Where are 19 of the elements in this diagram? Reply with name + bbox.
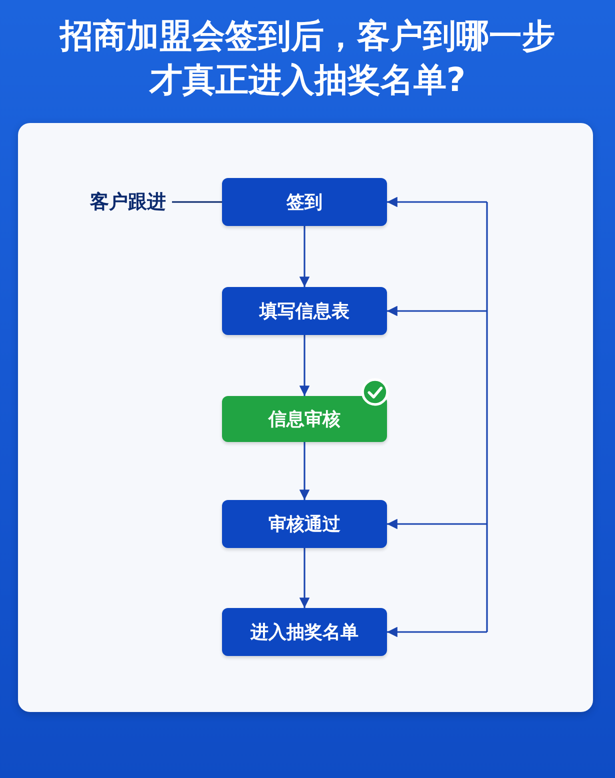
process-step: 签到 (222, 178, 387, 226)
process-step: 进入抽奖名单 (222, 608, 387, 656)
arrow (299, 548, 310, 608)
process-step: 审核通过 (222, 500, 387, 548)
side-label: 客户跟进 (90, 190, 166, 214)
arrow (387, 196, 487, 208)
arrow (299, 335, 310, 396)
process-step: 填写信息表 (222, 287, 387, 335)
arrow (387, 306, 487, 316)
arrow (299, 442, 310, 500)
panel-card (18, 123, 593, 712)
process-step: 信息审核 (222, 396, 387, 442)
diagram-title: 招商加盟会签到后，客户到哪一步才真正进入抽奖名单? (58, 15, 556, 101)
arrow (299, 226, 310, 287)
arrow (387, 518, 487, 530)
check-icon (361, 378, 389, 406)
trunk-line (486, 202, 488, 632)
arrow (387, 626, 487, 638)
connector-line (172, 201, 222, 203)
